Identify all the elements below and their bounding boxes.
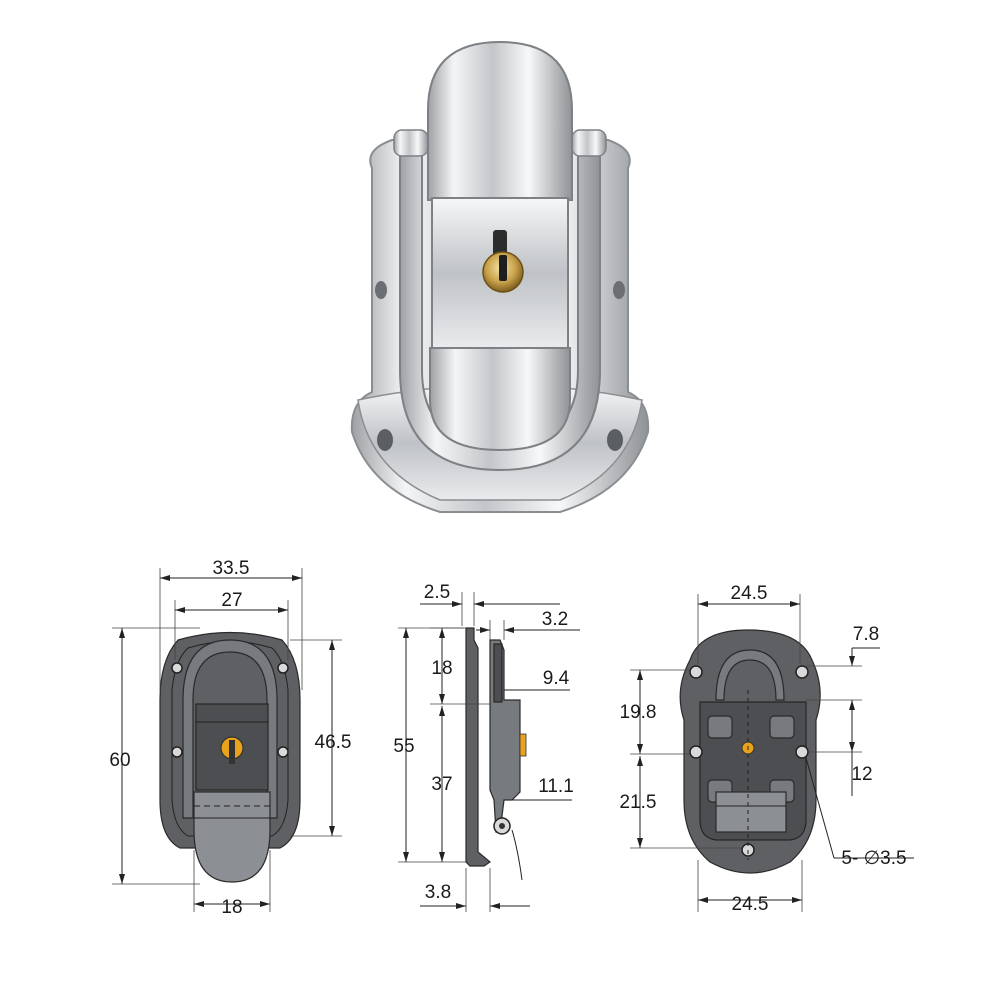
dim-side-top-thickness: 2.5 [424,582,450,603]
side-view: 2.5 3.2 18 9.4 55 37 11.1 [393,582,580,912]
latch-photo [350,40,650,513]
dim-front-overall-width: 33.5 [213,558,250,579]
mount-hole-icon [375,281,387,299]
dim-back-edge-offset: 7.8 [853,624,879,645]
back-hole-icon [795,745,809,759]
dim-back-lower-spacing: 21.5 [620,792,657,813]
side-base-outline [465,627,492,867]
dim-back-top-span: 24.5 [731,583,768,604]
dim-side-hinge-offset: 11.1 [538,776,574,797]
dim-back-hole-gap: 12 [851,764,872,785]
latch-tongue [429,347,571,452]
mount-hole-icon [613,281,625,299]
back-hole-icon [689,745,703,759]
dim-front-mount-height: 46.5 [315,732,352,753]
front-tongue [193,791,271,883]
mount-hole-icon [377,429,393,451]
front-view: 33.5 27 60 46.5 18 [109,558,351,918]
latch-top-flap [427,40,573,201]
dim-side-hook-depth: 9.4 [543,668,570,689]
back-view: 24.5 7.8 19.8 12 21.5 24.5 [620,583,914,915]
front-hole-icon [171,746,183,758]
dim-side-total-height: 55 [393,736,414,757]
dim-front-overall-height: 60 [109,750,130,771]
dim-front-hole-spacing: 27 [221,590,242,611]
front-hole-icon [277,662,289,674]
front-hole-icon [171,662,183,674]
front-hole-icon [277,746,289,758]
dim-side-hook-offset: 3.2 [542,609,568,630]
dim-back-upper-spacing: 19.8 [620,702,657,723]
dim-side-upper-height: 18 [431,658,452,679]
back-hole-icon [795,665,809,679]
dim-front-bottom-width: 18 [221,897,242,918]
dim-side-base-thickness: 3.8 [425,882,451,903]
dim-side-lower-height: 37 [431,774,452,795]
back-hole-icon [689,665,703,679]
back-bail [715,649,785,701]
mount-hole-icon [607,429,623,451]
side-key-icon [519,733,527,757]
dim-back-hole-callout: 5- ∅3.5 [841,848,906,869]
dim-back-bottom-span: 24.5 [732,894,769,915]
